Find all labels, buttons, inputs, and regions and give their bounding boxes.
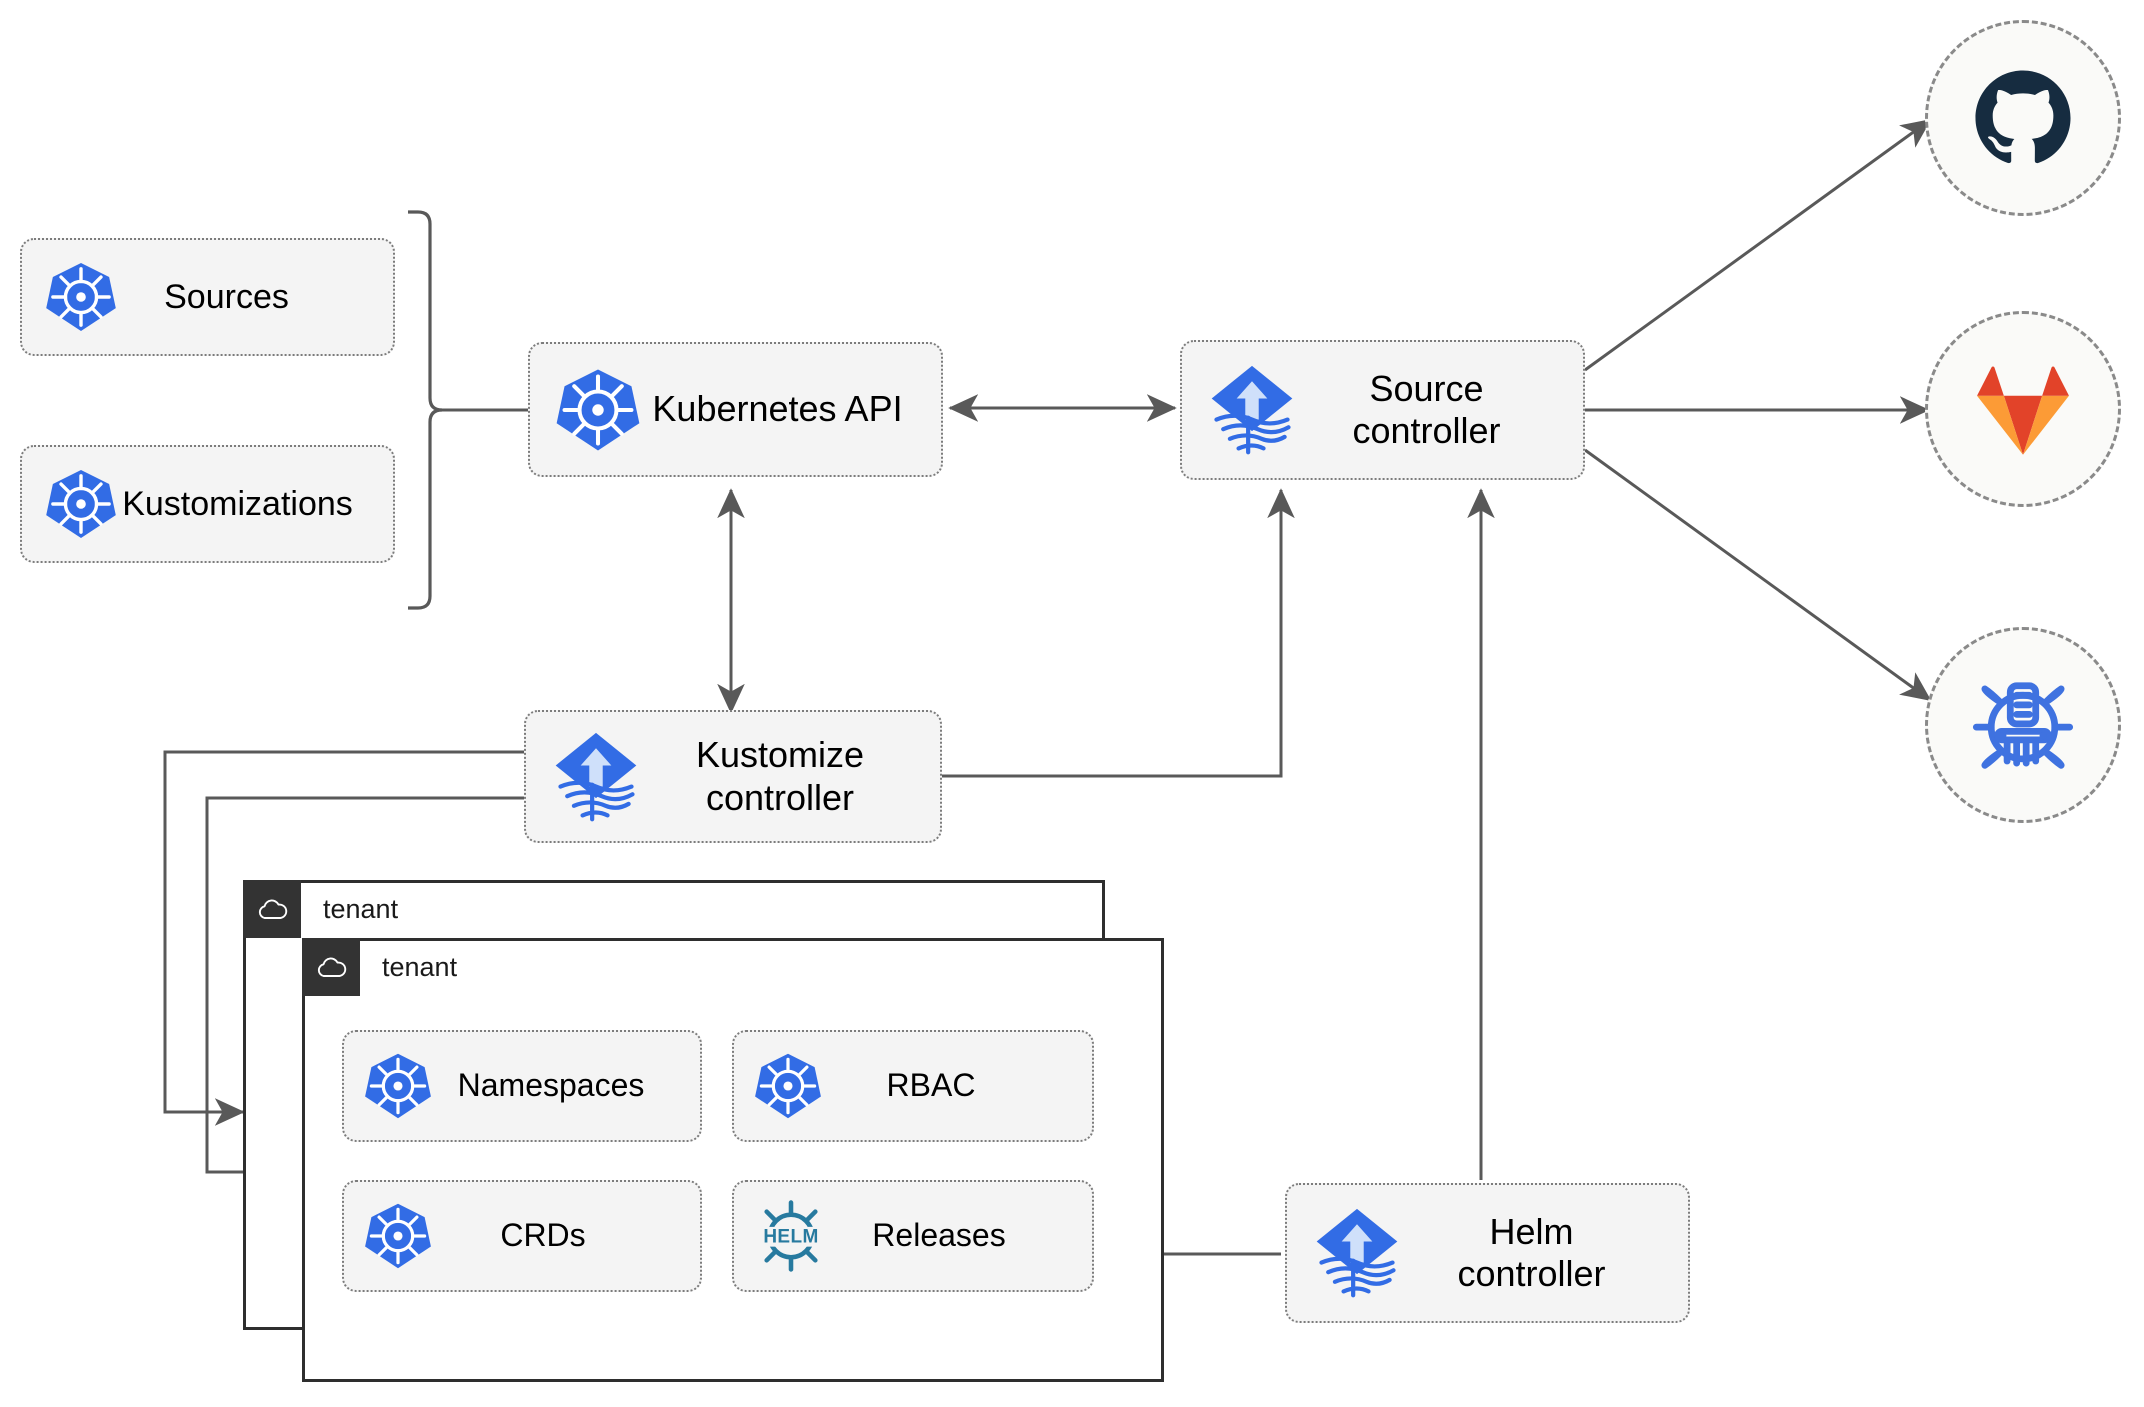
kubernetes-icon <box>552 364 644 456</box>
resource-box-kustomizations[interactable]: Kustomizations <box>20 445 395 563</box>
controller-box-kustomize-controller[interactable]: Kustomize controller <box>524 710 942 843</box>
controller-label: Kustomize controller <box>695 734 865 818</box>
tenant-header: tenant <box>302 938 457 996</box>
cloud-icon <box>302 938 360 996</box>
controller-label: Helm controller <box>1457 1210 1606 1294</box>
tenant-resource-label: Namespaces <box>457 1067 645 1104</box>
group-brace <box>408 210 443 610</box>
tenant-resource-label: CRDs <box>500 1217 586 1254</box>
flux-icon <box>546 725 646 829</box>
controller-box-kubernetes-api[interactable]: Kubernetes API <box>528 342 943 477</box>
tenant-resource-crds[interactable]: CRDs <box>342 1180 702 1292</box>
controller-box-source-controller[interactable]: Source controller <box>1180 340 1585 480</box>
tenant-header: tenant <box>243 880 398 938</box>
tenant-resource-label: RBAC <box>886 1067 976 1104</box>
gitlab-icon <box>1971 359 2075 459</box>
controller-label: Source controller <box>1352 367 1501 451</box>
tenant-name: tenant <box>382 951 458 982</box>
resource-label: Kustomizations <box>122 484 353 523</box>
kubernetes-icon <box>752 1050 824 1122</box>
resource-box-sources[interactable]: Sources <box>20 238 395 356</box>
tenant-resource-rbac[interactable]: RBAC <box>732 1030 1094 1142</box>
provider-circle-helm-registry[interactable] <box>1925 627 2121 823</box>
cloud-icon <box>243 880 301 938</box>
tenant-name: tenant <box>323 893 399 924</box>
tenant-resource-releases[interactable]: HELM Releases <box>732 1180 1094 1292</box>
flux-icon <box>1307 1201 1407 1305</box>
tenant-resource-label: Releases <box>872 1217 1006 1254</box>
controller-box-helm-controller[interactable]: Helm controller <box>1285 1183 1690 1323</box>
tenant-resource-namespaces[interactable]: Namespaces <box>342 1030 702 1142</box>
kubernetes-icon <box>362 1200 434 1272</box>
helm-icon: HELM <box>752 1197 830 1275</box>
provider-circle-gitlab[interactable] <box>1925 311 2121 507</box>
provider-circle-github[interactable] <box>1925 20 2121 216</box>
resource-label: Sources <box>164 277 289 316</box>
github-icon <box>1969 64 2077 172</box>
svg-text:HELM: HELM <box>763 1226 818 1247</box>
controller-label: Kubernetes API <box>652 388 903 430</box>
helm-registry-icon <box>1970 672 2076 778</box>
wire-source-to-registry <box>1584 448 1932 702</box>
kubernetes-icon <box>362 1050 434 1122</box>
kubernetes-icon <box>42 465 120 543</box>
wire-kustomize-to-source <box>941 488 1295 778</box>
flux-icon <box>1202 358 1302 462</box>
tenant-panel-front[interactable]: tenant <box>302 938 1164 1382</box>
kubernetes-icon <box>42 258 120 336</box>
wire-source-to-github <box>1584 118 1932 372</box>
